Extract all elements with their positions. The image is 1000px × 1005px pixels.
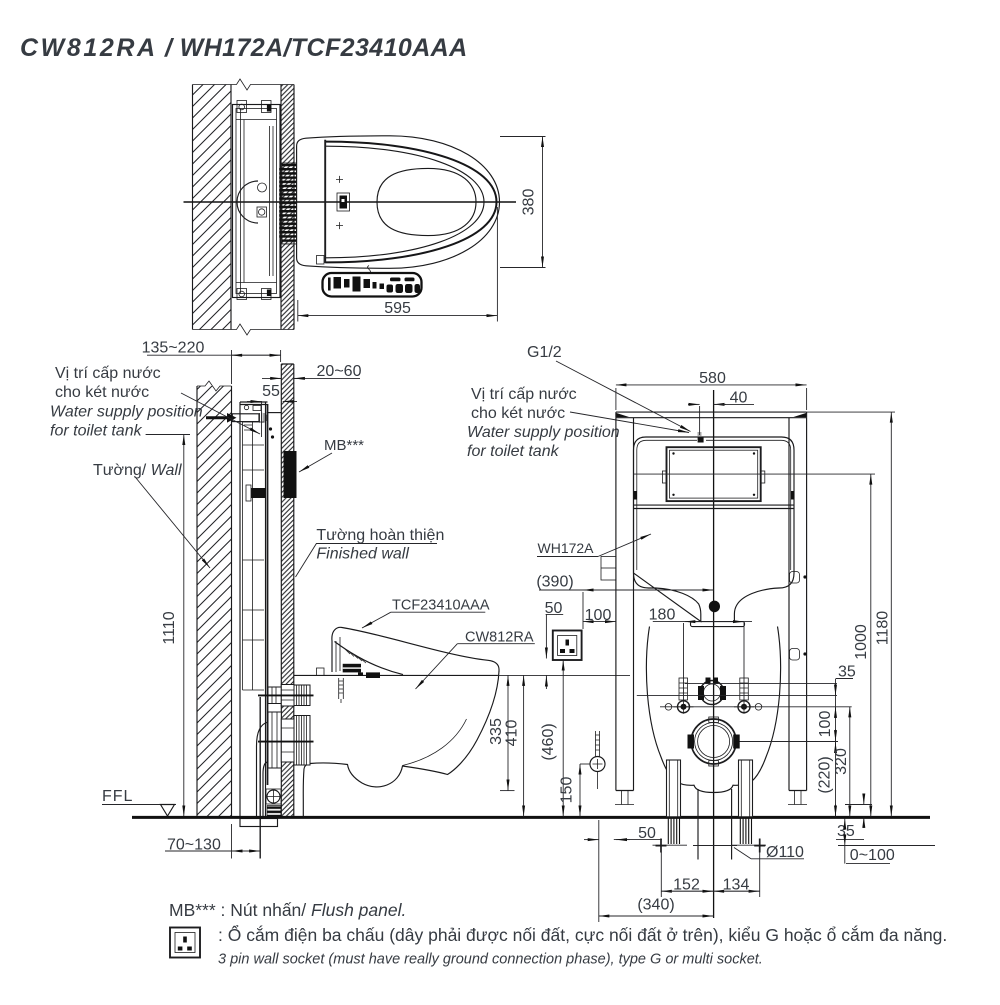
svg-text:Water supply position: Water supply position xyxy=(467,424,620,441)
svg-text:0~100: 0~100 xyxy=(850,847,895,864)
svg-text:MB***: MB*** xyxy=(324,437,364,454)
svg-text:Tường/ Wall: Tường/ Wall xyxy=(93,462,182,479)
svg-text:Vị trí cấp nước: Vị trí cấp nước xyxy=(471,386,577,403)
svg-text:CW812RA / WH172A/TCF23410AAA: CW812RA / WH172A/TCF23410AAA xyxy=(20,34,468,62)
svg-text:Tường hoàn thiện: Tường hoàn thiện xyxy=(316,527,444,544)
svg-text:(390): (390) xyxy=(536,574,573,591)
svg-text:G1/2: G1/2 xyxy=(527,344,562,361)
svg-text:: Ổ cắm điện ba chấu (dây phải: : Ổ cắm điện ba chấu (dây phải được nối … xyxy=(218,924,947,945)
svg-text:1000: 1000 xyxy=(853,624,870,660)
svg-text:595: 595 xyxy=(384,300,411,317)
svg-text:Water supply position: Water supply position xyxy=(50,404,203,421)
svg-text:135~220: 135~220 xyxy=(142,340,205,357)
svg-text:70~130: 70~130 xyxy=(167,837,221,854)
svg-text:Finished wall: Finished wall xyxy=(316,546,409,563)
svg-text:for toilet tank: for toilet tank xyxy=(467,443,560,460)
svg-text:(460): (460) xyxy=(540,723,557,760)
svg-text:MB*** : Nút nhấn/ Flush panel.: MB*** : Nút nhấn/ Flush panel. xyxy=(169,900,406,920)
svg-text:410: 410 xyxy=(504,720,521,747)
svg-text:1110: 1110 xyxy=(161,611,178,644)
svg-text:FFL: FFL xyxy=(102,788,133,805)
svg-text:40: 40 xyxy=(730,390,748,407)
svg-text:TCF23410AAA: TCF23410AAA xyxy=(392,598,490,614)
svg-text:100: 100 xyxy=(585,607,612,624)
svg-text:50: 50 xyxy=(638,825,656,842)
svg-text:for toilet tank: for toilet tank xyxy=(50,423,143,440)
svg-text:380: 380 xyxy=(521,189,538,216)
svg-text:35: 35 xyxy=(837,823,855,840)
svg-text:(220): (220) xyxy=(817,756,834,793)
svg-text:134: 134 xyxy=(723,877,750,894)
svg-text:100: 100 xyxy=(817,711,834,738)
svg-text:1180: 1180 xyxy=(875,611,892,646)
svg-text:320: 320 xyxy=(833,748,850,775)
svg-text:35: 35 xyxy=(838,664,856,681)
svg-text:CW812RA: CW812RA xyxy=(465,630,534,646)
svg-text:55: 55 xyxy=(262,383,280,400)
svg-text:cho két nước: cho két nước xyxy=(55,384,149,401)
svg-text:180: 180 xyxy=(649,607,676,624)
svg-text:152: 152 xyxy=(673,877,700,894)
svg-text:(340): (340) xyxy=(637,897,674,914)
svg-text:335: 335 xyxy=(488,718,505,745)
svg-text:Ø110: Ø110 xyxy=(766,844,804,861)
svg-text:50: 50 xyxy=(545,600,563,617)
svg-text:WH172A: WH172A xyxy=(538,540,595,556)
svg-text:3 pin wall socket (must have r: 3 pin wall socket (must have really grou… xyxy=(218,952,763,968)
svg-text:580: 580 xyxy=(699,370,726,387)
svg-text:cho két nước: cho két nước xyxy=(471,405,565,422)
svg-text:20~60: 20~60 xyxy=(317,363,362,380)
svg-text:150: 150 xyxy=(559,777,576,804)
svg-text:Vị trí cấp nước: Vị trí cấp nước xyxy=(55,365,161,382)
